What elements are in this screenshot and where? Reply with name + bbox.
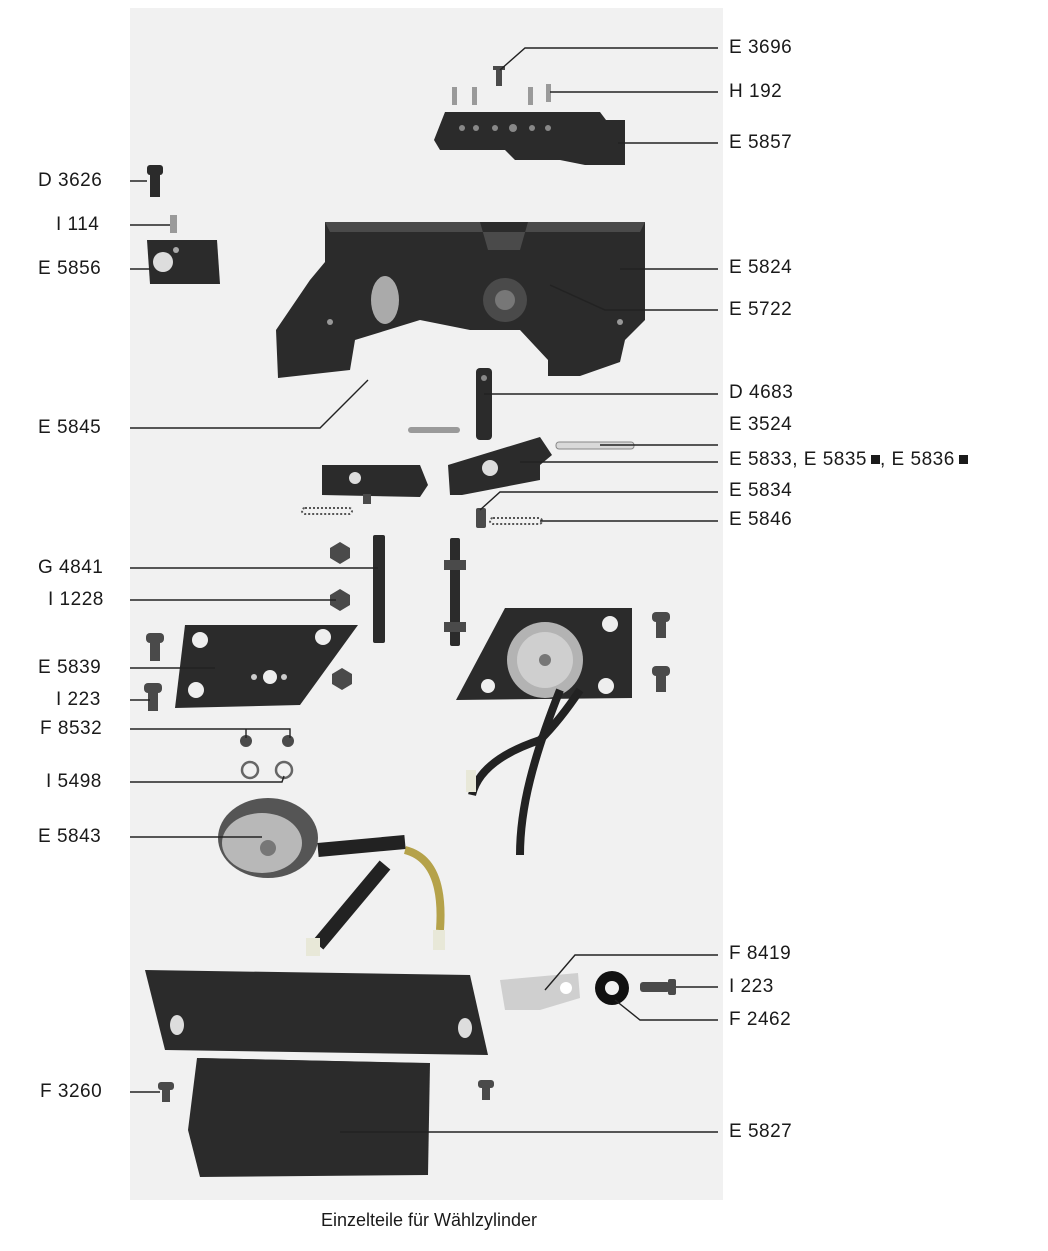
label-e5856: E 5856: [38, 258, 102, 279]
part-i223-screws-left: [144, 633, 164, 711]
part-d4683-shaft: [476, 368, 492, 440]
label-e5836: , E 5836: [880, 449, 955, 470]
part-i114-pin: [170, 215, 177, 233]
label-e3696: E 3696: [729, 37, 793, 58]
label-i1228: I 1228: [48, 589, 104, 610]
part-e3696-pin: [493, 66, 505, 86]
part-right-coil-assembly: [456, 608, 632, 856]
label-e5843: E 5843: [38, 826, 102, 847]
label-e5833-e5835: E 5833, E 5835: [729, 449, 867, 470]
part-g4841-rods: [373, 535, 466, 646]
part-e5846-springs: [301, 507, 543, 525]
label-g4841: G 4841: [38, 557, 104, 578]
label-i114: I 114: [56, 214, 100, 235]
part-e5839-plate: [175, 625, 358, 708]
part-f8419-lug: [500, 973, 580, 1010]
label-e5839: E 5839: [38, 657, 102, 678]
label-i223-right: I 223: [729, 976, 774, 997]
part-e5833-lever: [448, 437, 552, 495]
label-e5722: E 5722: [729, 299, 793, 320]
label-e5857: E 5857: [729, 132, 793, 153]
label-e5845: E 5845: [38, 417, 102, 438]
part-f3260-screws: [158, 1080, 494, 1102]
label-e5846: E 5846: [729, 509, 793, 530]
label-f2462: F 2462: [729, 1009, 792, 1030]
label-f8419: F 8419: [729, 943, 792, 964]
part-f8532-nuts: [240, 735, 294, 747]
part-e5845-pin: [408, 427, 460, 433]
square-marker-e5835: [871, 455, 880, 464]
label-e5834: E 5834: [729, 480, 793, 501]
label-d4683: D 4683: [729, 382, 794, 403]
part-e5856-block: [147, 240, 220, 284]
part-f2462-washer: [595, 971, 629, 1005]
label-f8532: F 8532: [40, 718, 103, 739]
leader-lines: [130, 47, 718, 1133]
label-e5827: E 5827: [729, 1121, 793, 1142]
part-e5827-box: [188, 1058, 430, 1177]
label-e5824: E 5824: [729, 257, 793, 278]
label-i223-left: I 223: [56, 689, 101, 710]
label-e3524: E 3524: [729, 414, 793, 435]
part-d3626-screw: [147, 165, 163, 197]
label-f3260: F 3260: [40, 1081, 103, 1102]
part-h192-pins: [452, 84, 551, 105]
label-i5498: I 5498: [46, 771, 102, 792]
figure-caption: Einzelteile für Wählzylinder: [320, 1210, 538, 1230]
label-e5833-group: E 5833, E 5835 , E 5836: [729, 450, 968, 470]
part-right-screws: [652, 612, 670, 692]
part-e5843-coil: [218, 798, 445, 956]
part-e5834-screw: [476, 508, 486, 528]
part-i1228-nuts: [330, 542, 352, 690]
square-marker-e5836: [958, 455, 968, 464]
part-bottom-plate: [145, 970, 488, 1055]
label-h192: H 192: [729, 81, 783, 102]
part-e5857-rail: [434, 112, 625, 165]
label-d3626: D 3626: [38, 170, 103, 191]
part-i223-screw-right: [640, 979, 676, 995]
part-e5824-body: [276, 222, 645, 378]
part-e5835-lever: [322, 465, 428, 504]
